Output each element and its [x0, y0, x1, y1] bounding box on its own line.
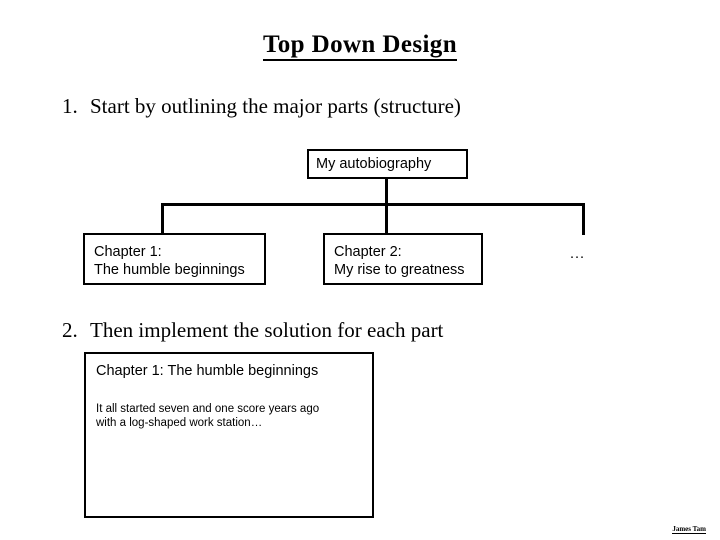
detail-panel-body: It all started seven and one score years… — [96, 402, 362, 430]
bullet-2-number: 2. — [62, 318, 78, 342]
detail-body-line-1: It all started seven and one score years… — [96, 403, 320, 415]
diagram-node-chapter-2: Chapter 2: My rise to greatness — [323, 233, 483, 285]
diagram-node-chapter-1: Chapter 1: The humble beginnings — [83, 233, 266, 285]
page-title-text: Top Down Design — [262, 31, 458, 61]
connector-drop-chapter-2 — [385, 203, 388, 235]
connector-drop-chapter-1 — [161, 203, 164, 235]
bullet-item-2: 2. Then implement the solution for each p… — [62, 317, 443, 343]
bullet-1-number: 1. — [62, 94, 78, 118]
page-title: Top Down Design — [0, 30, 720, 61]
diagram-node-root-label: My autobiography — [316, 156, 432, 172]
diagram-node-root: My autobiography — [307, 149, 468, 179]
bullet-item-1: 1. Start by outlining the major parts (st… — [62, 93, 461, 119]
connector-horizontal-bus — [161, 203, 585, 206]
author-signature: James Tam — [672, 525, 706, 534]
bullet-1-text: Start by outlining the major parts (stru… — [90, 94, 461, 118]
diagram-node-chapter-2-line2: My rise to greatness — [334, 262, 465, 278]
diagram-node-chapter-2-line1: Chapter 2: — [334, 244, 402, 260]
author-signature-text: James Tam — [672, 525, 706, 534]
diagram-node-chapter-1-line1: Chapter 1: — [94, 244, 162, 260]
connector-root-stem — [385, 179, 388, 205]
detail-body-line-2: with a log-shaped work station… — [96, 417, 263, 429]
bullet-2-text: Then implement the solution for each par… — [90, 318, 444, 342]
connector-drop-more — [582, 203, 585, 235]
diagram-node-chapter-1-line2: The humble beginnings — [94, 262, 245, 278]
diagram-node-more: ... — [570, 246, 586, 262]
detail-panel: Chapter 1: The humble beginnings It all … — [84, 352, 374, 518]
detail-panel-heading: Chapter 1: The humble beginnings — [96, 363, 319, 379]
